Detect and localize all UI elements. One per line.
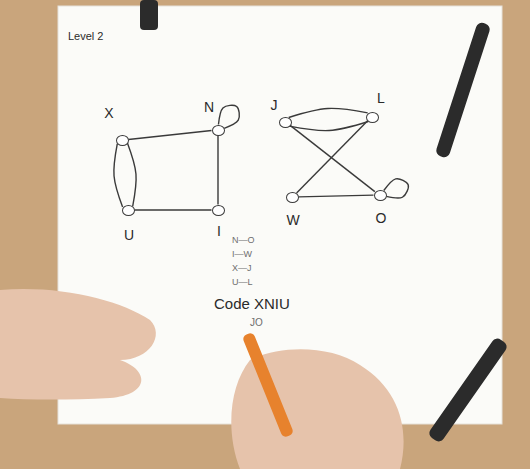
- vertex-label: O: [376, 211, 387, 225]
- pen: [427, 336, 509, 443]
- vertex-label: W: [286, 213, 299, 227]
- vertex-label: X: [104, 106, 113, 120]
- graph-vertex: W: [286, 192, 299, 203]
- graph-edge: [289, 108, 368, 117]
- vertex-label: I: [217, 224, 221, 238]
- graph-vertex: U: [122, 205, 135, 216]
- vertex-label: N: [204, 100, 214, 114]
- handwritten-note: N—O: [232, 236, 255, 246]
- vertex-label: J: [271, 98, 278, 112]
- vertex-label: U: [124, 228, 134, 242]
- graph-edge: [127, 143, 136, 206]
- graph-vertex: J: [279, 117, 292, 128]
- handwritten-note: Code XNIU: [214, 296, 290, 313]
- graph-edge: [114, 144, 123, 207]
- pen: [435, 21, 492, 158]
- handwritten-note: Level 2: [68, 30, 103, 42]
- handwritten-note: X—J: [232, 264, 252, 274]
- handwritten-note: JO: [250, 317, 263, 328]
- handwritten-note: U—L: [232, 278, 253, 288]
- graph-vertex: O: [374, 190, 387, 201]
- graph-edge: [290, 125, 375, 191]
- pen: [140, 0, 158, 30]
- graph-vertex: L: [366, 112, 379, 123]
- graph-vertex: I: [212, 205, 225, 216]
- left-hand: [0, 289, 156, 399]
- graph-edge: [128, 131, 211, 140]
- graph-edge: [217, 136, 218, 205]
- graph-edge: [297, 121, 368, 193]
- graph-vertex: N: [212, 125, 225, 136]
- orange-pencil: [242, 332, 294, 438]
- handwritten-note: I—W: [232, 250, 252, 260]
- graph-edge: [135, 209, 212, 210]
- graph-vertex: X: [116, 135, 129, 146]
- graph-edge: [384, 179, 409, 198]
- graph-edge: [289, 121, 368, 130]
- graph-edge: [298, 195, 373, 197]
- vertex-label: L: [377, 91, 385, 105]
